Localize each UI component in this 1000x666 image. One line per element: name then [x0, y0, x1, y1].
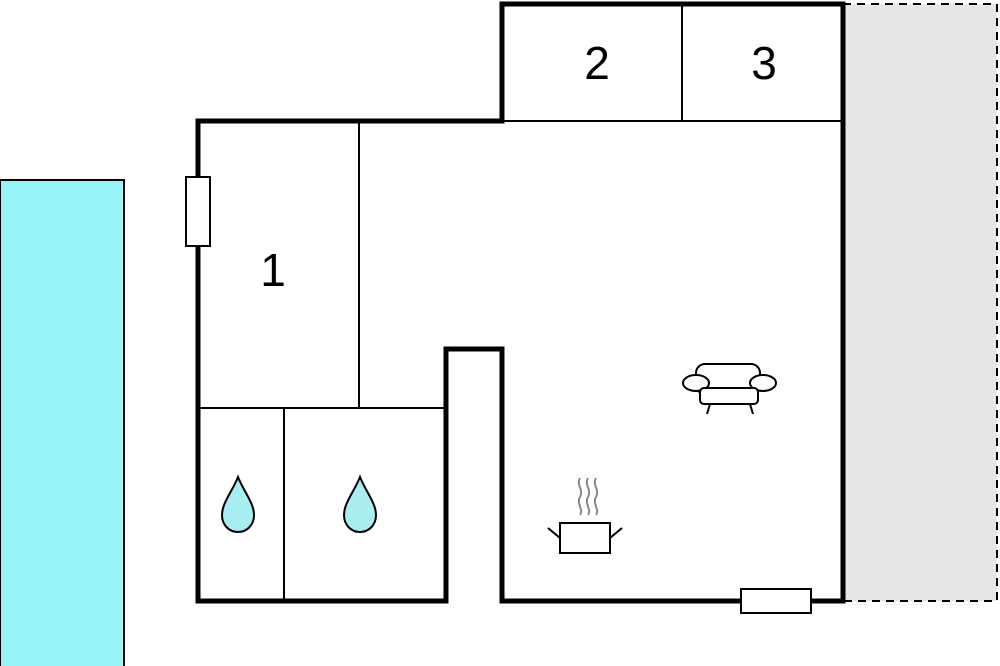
window-icon: [740, 588, 812, 614]
terrace-area: [843, 4, 997, 601]
pool-area: [0, 179, 125, 666]
water-drop-icon: [342, 474, 378, 534]
cooking-pot-icon: [547, 477, 623, 554]
room-label-1: 1: [260, 244, 286, 296]
room-label-3: 3: [751, 37, 777, 89]
outer-walls: [195, 1, 846, 604]
sofa-icon: [682, 363, 777, 415]
room-label-2: 2: [584, 37, 610, 89]
terrace-dashed-outline: [843, 3, 998, 602]
water-drop-icon: [220, 474, 256, 534]
window-icon: [185, 176, 211, 247]
